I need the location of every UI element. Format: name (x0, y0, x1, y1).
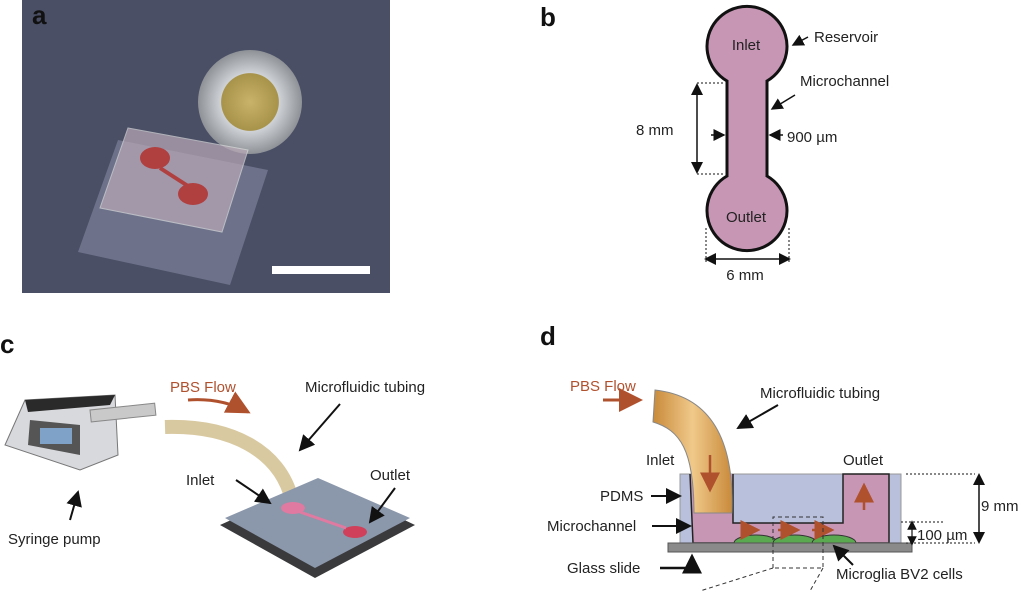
pbs-flow-label-d: PBS Flow (570, 378, 636, 395)
microchannel-arrow (770, 94, 796, 110)
reservoir-width-label: 6 mm (726, 267, 764, 284)
microchannel-label: Microchannel (800, 73, 889, 90)
flow-arrow-c (187, 391, 251, 414)
reservoir-arrow (791, 34, 809, 46)
syringe-pump (4, 394, 157, 471)
tubing (164, 419, 299, 502)
photo-channel (158, 166, 190, 188)
cross-section (652, 389, 913, 592)
cells-arrow (832, 544, 854, 566)
channel-height-label: 100 µm (917, 527, 967, 544)
coin (198, 50, 302, 154)
tubing-arrow-d (736, 404, 779, 429)
width-label: 900 µm (787, 129, 837, 146)
length-label: 8 mm (636, 122, 674, 139)
pdms-chip (99, 127, 249, 233)
microfluidic-chip (220, 478, 415, 578)
inlet-arrow-c (235, 479, 272, 505)
panel-label-c: c (0, 329, 14, 359)
height-label: 9 mm (981, 498, 1019, 515)
panel-label-b: b (540, 2, 556, 32)
photo-outlet (178, 183, 208, 205)
glass-slide-label: Glass slide (567, 560, 640, 577)
microchannel-label-d: Microchannel (547, 518, 636, 535)
panel-label-d: d (540, 321, 556, 351)
channel-schematic (705, 4, 789, 253)
tubing-arrow-c (298, 403, 341, 452)
pdms-label: PDMS (600, 488, 643, 505)
outlet-label-d: Outlet (843, 452, 884, 469)
panel-label-a: a (32, 0, 47, 30)
outlet-label: Outlet (726, 209, 767, 226)
scale-bar (272, 266, 370, 274)
pump-arrow (66, 490, 82, 521)
pbs-flow-label-c: PBS Flow (170, 379, 236, 396)
outlet-arrow-c (368, 487, 396, 524)
panel-a-photo (22, 0, 390, 293)
inlet-label-d: Inlet (646, 452, 675, 469)
outlet-label-c: Outlet (370, 467, 411, 484)
inlet-label-c: Inlet (186, 472, 215, 489)
tubing-label-d: Microfluidic tubing (760, 385, 880, 402)
reservoir-label: Reservoir (814, 29, 878, 46)
inlet-label: Inlet (732, 37, 761, 54)
tubing-label-c: Microfluidic tubing (305, 379, 425, 396)
glass-slide-arrow (660, 553, 702, 574)
pump-label: Syringe pump (8, 531, 101, 548)
photo-inlet (140, 147, 170, 169)
cells-label: Microglia BV2 cells (836, 566, 963, 583)
